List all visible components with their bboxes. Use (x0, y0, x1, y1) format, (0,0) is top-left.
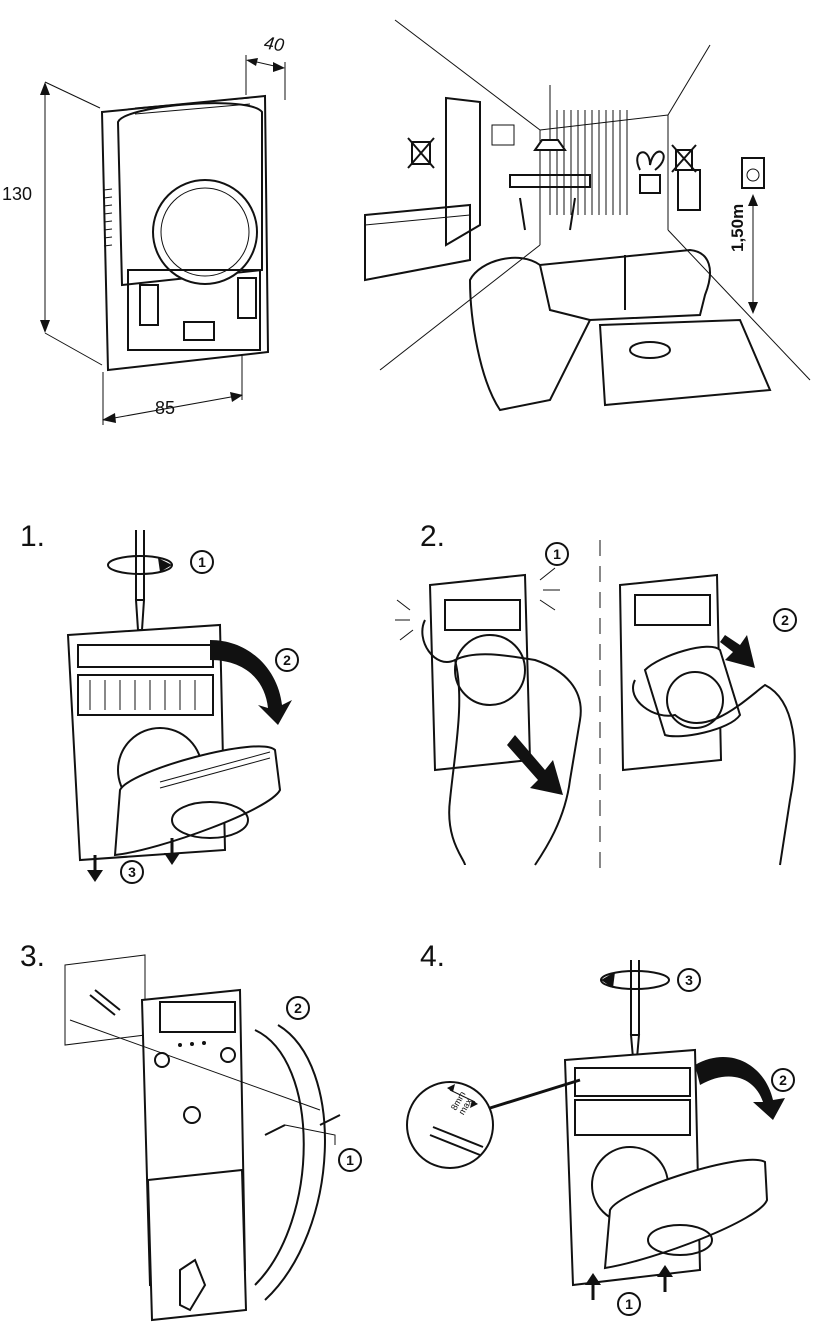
width-dimension-label: 85 (155, 398, 176, 418)
step-4-drawing (406, 960, 785, 1300)
step-1-callout-3: 3 (120, 860, 144, 884)
step-2-callout-1: 1 (545, 542, 569, 566)
step-3-callout-1: 1 (338, 1148, 362, 1172)
step-4-callout-2: 2 (771, 1068, 795, 1092)
step-3-number: 3. (20, 940, 46, 973)
step-2-callout-2: 2 (773, 608, 797, 632)
depth-dimension-label: 40 (262, 32, 286, 56)
step-1-callout-1: 1 (190, 550, 214, 574)
step-2-drawing (395, 540, 796, 870)
step-3-panel: 3. 2 1 (20, 940, 380, 1330)
step-1-callout-2: 2 (275, 648, 299, 672)
step-2-panel: 2. 1 2 (395, 520, 815, 880)
step-4-number: 4. (420, 940, 446, 973)
step-4-callout-1: 1 (617, 1292, 641, 1316)
step-1-panel: 1. 1 2 3 (20, 520, 380, 900)
room-placement-panel: 1,50m (350, 19, 820, 420)
mount-height-label: 1,50m (728, 203, 747, 252)
step-1-number: 1. (20, 520, 46, 553)
step-4-panel: 4. 8mm max 3 2 1 (395, 940, 815, 1330)
step-1-drawing (66, 530, 292, 882)
thermostat-drawing (40, 55, 286, 425)
room-drawing (364, 19, 811, 412)
step-3-callout-2: 2 (286, 996, 310, 1020)
thermostat-dimensions-panel: 130 85 40 (0, 0, 330, 440)
step-2-number: 2. (420, 520, 446, 553)
height-dimension-label: 130 (2, 184, 33, 204)
step-3-drawing (64, 954, 341, 1322)
step-4-callout-3: 3 (677, 968, 701, 992)
